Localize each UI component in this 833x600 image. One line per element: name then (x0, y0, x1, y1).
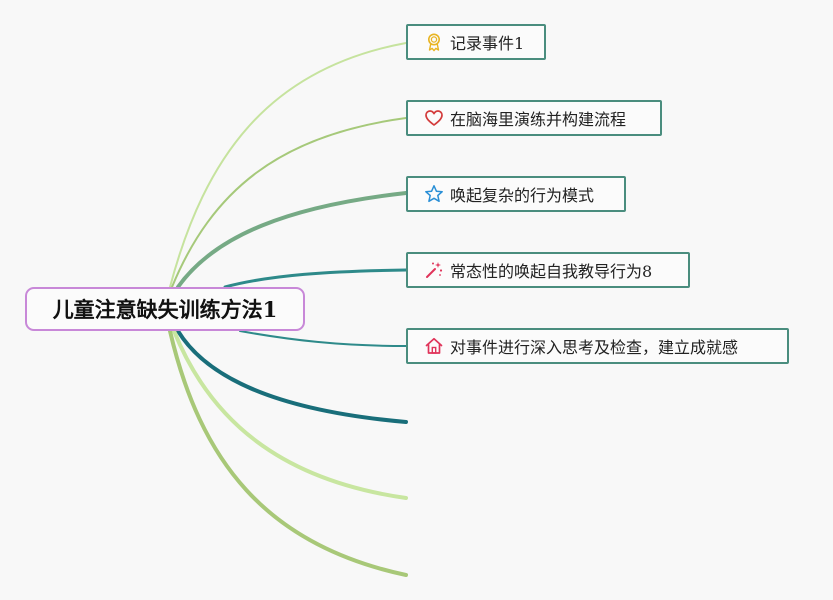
topic-node-record-event[interactable]: 记录事件1 (406, 24, 546, 60)
topic-node-self-instruction[interactable]: 常态性的唤起自我教导行为8 (406, 252, 690, 288)
star-icon (424, 184, 444, 204)
award-medal-icon (424, 32, 444, 52)
branch-link (239, 330, 407, 347)
root-topic-label: 儿童注意缺失训练方法1 (52, 297, 278, 322)
heart-icon (424, 108, 444, 128)
topic-label: 对事件进行深入思考及检查，建立成就感 (450, 338, 739, 357)
branch-link (176, 329, 408, 424)
topic-label: 记录事件1 (450, 34, 525, 53)
magic-wand-icon (424, 260, 444, 280)
branch-link (172, 329, 408, 500)
branch-link (171, 117, 407, 288)
home-icon (424, 336, 444, 356)
branch-link (168, 329, 408, 577)
topic-label: 唤起复杂的行为模式 (450, 186, 595, 205)
topic-node-rehearse-process[interactable]: 在脑海里演练并构建流程 (406, 100, 662, 136)
branch-link (223, 268, 408, 289)
branch-link (169, 42, 407, 288)
topic-label: 在脑海里演练并构建流程 (450, 110, 627, 129)
topic-label: 常态性的唤起自我教导行为8 (450, 262, 653, 281)
topic-node-complex-behavior[interactable]: 唤起复杂的行为模式 (406, 176, 626, 212)
root-topic[interactable]: 儿童注意缺失训练方法1 (25, 287, 305, 331)
branch-link (176, 191, 408, 289)
topic-node-reflect-achievement[interactable]: 对事件进行深入思考及检查，建立成就感 (406, 328, 789, 364)
